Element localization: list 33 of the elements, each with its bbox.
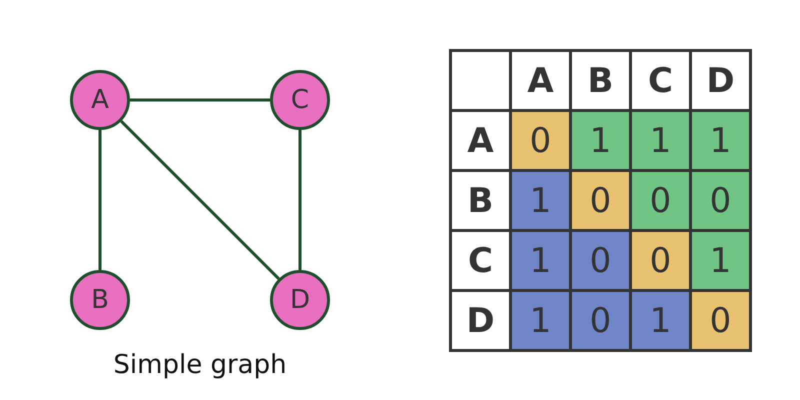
table-cell: 1 bbox=[570, 110, 630, 170]
table-cell: 1 bbox=[510, 230, 570, 290]
graph-node: D bbox=[270, 270, 330, 330]
connector-line bbox=[130, 98, 270, 102]
header-cell: B bbox=[570, 50, 630, 110]
table-cell: 1 bbox=[630, 110, 690, 170]
table-cell: 0 bbox=[630, 170, 690, 230]
header-cell: A bbox=[450, 110, 510, 170]
connector-line bbox=[298, 130, 302, 270]
table-cell: 0 bbox=[570, 170, 630, 230]
connector-line bbox=[120, 120, 280, 280]
table-cell: 0 bbox=[630, 230, 690, 290]
header-cell: A bbox=[510, 50, 570, 110]
table-cell: 0 bbox=[510, 110, 570, 170]
table-cell: 1 bbox=[690, 110, 750, 170]
header-cell: D bbox=[690, 50, 750, 110]
header-cell: B bbox=[450, 170, 510, 230]
graph-node: A bbox=[70, 70, 130, 130]
table-cell: 0 bbox=[570, 230, 630, 290]
table-cell: 1 bbox=[690, 230, 750, 290]
graph-node: C bbox=[270, 70, 330, 130]
table-cell: 0 bbox=[690, 170, 750, 230]
connector-line bbox=[98, 130, 102, 270]
table-cell: 1 bbox=[510, 170, 570, 230]
table-cell: 1 bbox=[630, 290, 690, 350]
header-cell: C bbox=[630, 50, 690, 110]
table-cell: 0 bbox=[570, 290, 630, 350]
caption: Simple graph bbox=[112, 350, 288, 380]
table-cell: 1 bbox=[510, 290, 570, 350]
header-cell: D bbox=[450, 290, 510, 350]
header-cell: C bbox=[450, 230, 510, 290]
graph-node: B bbox=[70, 270, 130, 330]
table-cell: 0 bbox=[690, 290, 750, 350]
